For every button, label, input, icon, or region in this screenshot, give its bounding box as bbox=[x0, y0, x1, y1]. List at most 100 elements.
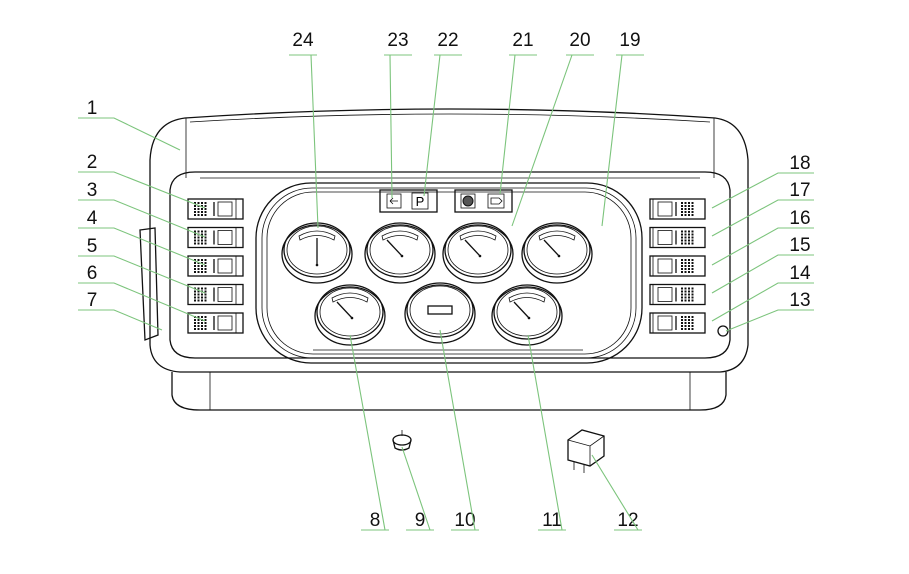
callout-number: 19 bbox=[619, 30, 640, 51]
callout-number: 11 bbox=[542, 510, 562, 531]
callout-number: 2 bbox=[87, 152, 98, 173]
rocker-switch bbox=[649, 198, 706, 220]
callout-9: 9 bbox=[401, 446, 434, 531]
rocker-switch bbox=[649, 283, 706, 306]
leader-line bbox=[601, 54, 644, 227]
callout-10: 10 bbox=[439, 329, 479, 531]
callout-1: 1 bbox=[78, 98, 181, 151]
gauge bbox=[364, 222, 436, 284]
callout-number: 16 bbox=[789, 208, 810, 229]
rocker-switch bbox=[187, 198, 244, 220]
housing bbox=[139, 108, 749, 411]
rocker-switch bbox=[649, 226, 706, 249]
leader-line bbox=[439, 329, 479, 531]
callout-number: 5 bbox=[87, 236, 98, 257]
callout-7: 7 bbox=[78, 290, 163, 331]
callout-4: 4 bbox=[78, 208, 206, 266]
leader-line bbox=[78, 171, 206, 209]
callout-2: 2 bbox=[78, 152, 206, 209]
callout-number: 24 bbox=[292, 30, 314, 51]
callout-14: 14 bbox=[711, 263, 814, 322]
gauges bbox=[281, 222, 593, 346]
callout-number: 4 bbox=[87, 208, 98, 229]
leader-line bbox=[711, 199, 814, 237]
gauge bbox=[521, 222, 593, 284]
indicator-group-left: P bbox=[379, 189, 438, 213]
callout-20: 20 bbox=[511, 30, 594, 227]
switches bbox=[187, 198, 706, 334]
callout-number: 13 bbox=[789, 290, 810, 311]
callout-11: 11 bbox=[527, 334, 566, 531]
callout-13: 13 bbox=[725, 290, 814, 332]
callout-23: 23 bbox=[384, 30, 412, 199]
leader-line bbox=[78, 199, 206, 238]
callout-number: 22 bbox=[437, 30, 458, 51]
leader-line bbox=[423, 54, 462, 197]
callout-18: 18 bbox=[711, 153, 814, 209]
leader-line bbox=[527, 334, 566, 531]
leader-line bbox=[591, 454, 642, 531]
callout-6: 6 bbox=[78, 263, 206, 322]
callout-number: 18 bbox=[789, 153, 810, 174]
leader-line bbox=[711, 227, 814, 266]
callout-number: 21 bbox=[512, 30, 533, 51]
rocker-switch bbox=[187, 312, 244, 334]
callout-21: 21 bbox=[499, 30, 537, 195]
leader-line bbox=[78, 282, 206, 322]
callout-number: 12 bbox=[617, 510, 638, 531]
gauge bbox=[442, 222, 514, 284]
callout-17: 17 bbox=[711, 180, 814, 237]
leader-line bbox=[401, 446, 434, 531]
callout-number: 6 bbox=[87, 263, 98, 284]
rocker-switch bbox=[649, 255, 706, 277]
leader-line bbox=[289, 54, 319, 229]
leader-line bbox=[725, 309, 814, 332]
callout-number: 15 bbox=[789, 235, 810, 256]
callout-12: 12 bbox=[591, 454, 642, 531]
leader-line bbox=[78, 117, 181, 151]
callout-22: 22 bbox=[423, 30, 462, 197]
callout-19: 19 bbox=[601, 30, 644, 227]
gauge bbox=[281, 222, 353, 284]
part-12-relay bbox=[567, 429, 605, 473]
callout-number: 7 bbox=[87, 290, 98, 311]
rocker-switch bbox=[187, 255, 244, 277]
callout-number: 1 bbox=[87, 98, 98, 119]
callout-number: 10 bbox=[454, 510, 475, 531]
rocker-switch bbox=[649, 312, 706, 334]
leader-line bbox=[499, 54, 537, 195]
part-9-plug bbox=[392, 430, 412, 451]
callout-16: 16 bbox=[711, 208, 814, 266]
parking-indicator: P bbox=[416, 194, 425, 209]
callout-8: 8 bbox=[349, 334, 389, 531]
callout-number: 9 bbox=[415, 510, 426, 531]
leader-line bbox=[349, 334, 389, 531]
leader-line bbox=[78, 227, 206, 266]
leader-line bbox=[511, 54, 594, 227]
callout-5: 5 bbox=[78, 236, 206, 294]
callout-24: 24 bbox=[289, 30, 319, 229]
rocker-switch bbox=[187, 283, 244, 306]
display-window bbox=[255, 182, 643, 364]
callout-number: 8 bbox=[370, 510, 381, 531]
callout-number: 17 bbox=[789, 180, 810, 201]
callout-15: 15 bbox=[711, 235, 814, 294]
indicator-group-right bbox=[454, 189, 513, 213]
leader-line bbox=[711, 282, 814, 322]
callout-number: 23 bbox=[387, 30, 408, 51]
leader-line bbox=[384, 54, 412, 199]
callout-number: 20 bbox=[569, 30, 590, 51]
callout-number: 3 bbox=[87, 180, 98, 201]
gauge bbox=[491, 284, 563, 346]
rocker-switch bbox=[187, 226, 244, 249]
leader-line bbox=[711, 172, 814, 209]
callout-number: 14 bbox=[789, 263, 811, 284]
gauge bbox=[404, 282, 476, 344]
leader-line bbox=[78, 255, 206, 294]
leader-line bbox=[78, 309, 163, 331]
leader-line bbox=[711, 254, 814, 294]
callout-3: 3 bbox=[78, 180, 206, 238]
